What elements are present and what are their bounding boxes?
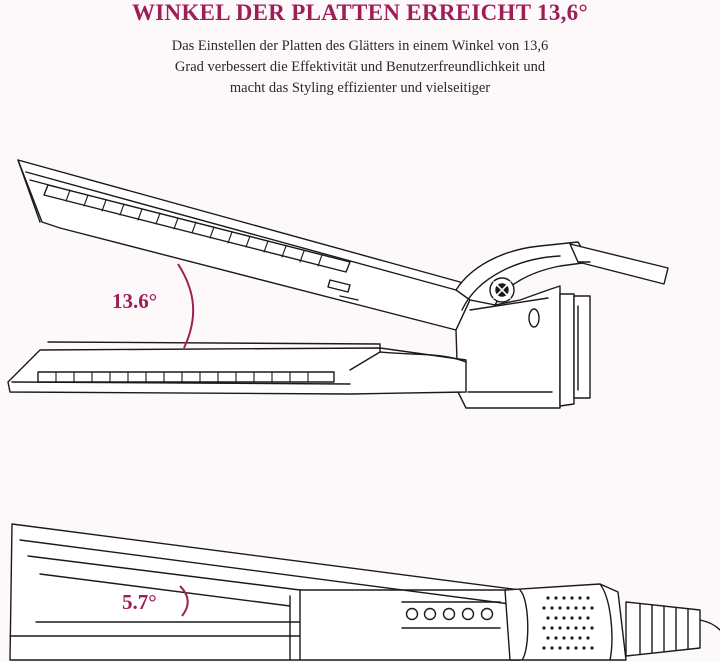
closed-angle-arc: [179, 585, 189, 617]
open-angle-label: 13.6°: [112, 289, 158, 313]
description-line-3: macht das Styling effizienter und vielse…: [229, 80, 491, 96]
open-angle-arc: [177, 263, 195, 349]
lower-plate-ridges: [55, 371, 309, 383]
page-title: WINKEL DER PLATTEN ERREICHT 13,6°: [132, 0, 588, 25]
upper-arm: [17, 159, 471, 331]
upper-plate-ridges: [65, 189, 323, 267]
control-button-icon: [405, 607, 419, 621]
lower-arm: [7, 341, 467, 395]
description-line-2: Grad verbessert die Effektivität und Ben…: [174, 59, 546, 75]
hinge: [455, 241, 669, 311]
closed-angle-label: 5.7°: [122, 590, 157, 614]
control-button-icon: [423, 607, 437, 621]
description-line-1: Das Einstellen der Platten des Glätters …: [171, 38, 549, 54]
grip-dots-icon: [542, 596, 594, 650]
control-button-icon: [480, 607, 494, 621]
control-buttons: [405, 607, 494, 621]
closed-straightener: [9, 523, 720, 661]
description: Das Einstellen der Platten des Glätters …: [100, 36, 620, 99]
handle-body: [455, 285, 591, 409]
control-button-icon: [461, 607, 475, 621]
open-straightener: [7, 159, 669, 409]
control-button-icon: [442, 607, 456, 621]
